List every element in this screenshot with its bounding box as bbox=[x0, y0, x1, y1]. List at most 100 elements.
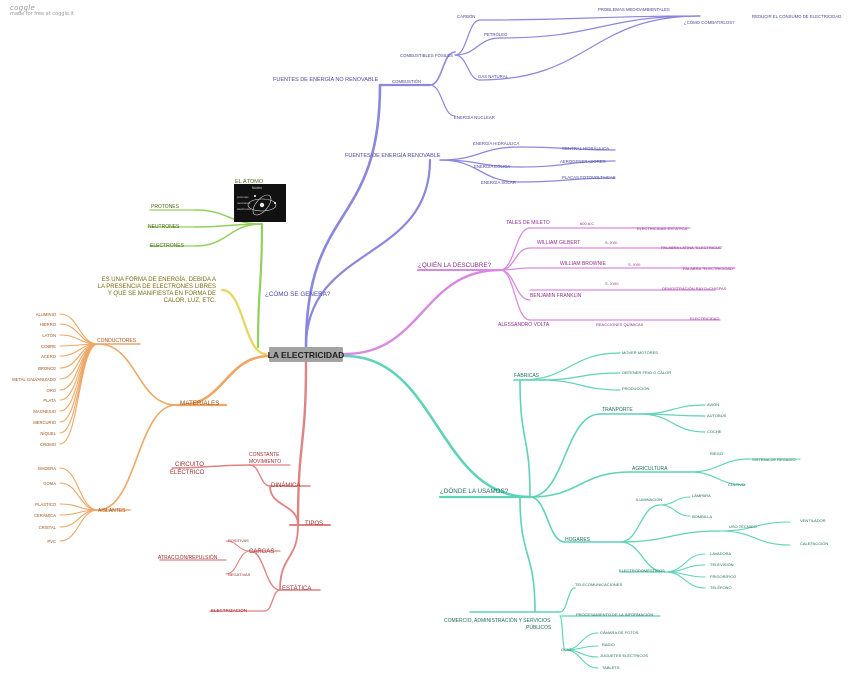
node-environmental-problems[interactable]: PROBLEMAS MEDIOAMBIENTALES bbox=[598, 7, 670, 12]
node-irrigation-system[interactable]: SISTEMA DE REGADÍO bbox=[752, 457, 796, 462]
node-conductor-mercurio[interactable]: MERCURIO bbox=[33, 420, 57, 425]
node-heating[interactable]: CALEFACCIÓN bbox=[800, 541, 828, 546]
node-thales[interactable]: TALES DE MILETO bbox=[506, 220, 550, 226]
node-dynamic[interactable]: DINÁMICA bbox=[271, 482, 300, 489]
node-how-to-fight[interactable]: ¿CÓMO COMBATIRLOS? bbox=[684, 20, 735, 25]
node-transport[interactable]: TRANPORTE bbox=[602, 407, 633, 413]
node-washing-machine[interactable]: LAVADORA bbox=[710, 551, 732, 556]
node-conductor-metalg[interactable]: METAL GALVANIZADO bbox=[12, 377, 57, 382]
node-conductor-plata[interactable]: PLATA bbox=[43, 398, 56, 403]
node-nuclear-energy[interactable]: ENERGÍA NUCLEAR bbox=[454, 115, 495, 120]
root-node[interactable]: LA ELECTRICIDAD bbox=[268, 347, 345, 362]
node-production[interactable]: PRODUCCIÓN bbox=[622, 386, 649, 391]
node-bulb[interactable]: BOMBILLA bbox=[692, 514, 712, 519]
node-conductor-aluminio[interactable]: ALUMINIO bbox=[36, 312, 57, 317]
node-conductor-cobre[interactable]: COBRE bbox=[41, 344, 56, 349]
node-constant[interactable]: CONSTANTE bbox=[249, 452, 280, 458]
node-fan[interactable]: VENTILADOR bbox=[800, 518, 826, 523]
node-solar-panels[interactable]: PLACAS FOTOVOLTAICAS bbox=[562, 175, 616, 180]
node-conductor-acero[interactable]: ACERO bbox=[41, 354, 57, 359]
node-irrigation[interactable]: RIEGO bbox=[710, 451, 723, 456]
node-info-processing[interactable]: PROCESAMIENTO DE LA INFORMACIÓN bbox=[576, 612, 653, 617]
node-where-used[interactable]: ¿DÓNDE LA USAMOS? bbox=[440, 486, 509, 495]
node-century-17a[interactable]: S. XVII bbox=[605, 240, 617, 245]
node-conductor-magnesio[interactable]: MAGNESIO bbox=[33, 409, 56, 414]
node-negative[interactable]: NEGATIVAS bbox=[228, 572, 251, 577]
node-protons[interactable]: PROTONES bbox=[151, 204, 180, 210]
node-who-discovered[interactable]: ¿QUIÉN LA DESCUBRE? bbox=[418, 260, 492, 269]
node-conductor-cromo[interactable]: CROMO bbox=[40, 442, 57, 447]
node-plane[interactable]: AVIÓN bbox=[707, 402, 719, 407]
node-conductor-hierro[interactable]: HIERRO bbox=[40, 322, 57, 327]
node-fossil-fuels[interactable]: COMBUSTIBLES FÓSILES bbox=[400, 53, 453, 58]
node-camera[interactable]: CÁMARA DE FOTOS bbox=[600, 630, 639, 635]
node-television[interactable]: TELEVISIÓN bbox=[710, 562, 734, 567]
node-definition-line1[interactable]: ES UNA FORMA DE ENERGÍA, DEBIDA A bbox=[102, 276, 216, 283]
node-neutrons[interactable]: NEUTRONES bbox=[148, 224, 180, 230]
node-technical-use[interactable]: USO TÉCNICO bbox=[729, 524, 757, 529]
node-renewable[interactable]: FUENTES DE ENERGÍA RENOVABLE bbox=[345, 152, 441, 159]
node-insulator-pvc[interactable]: PVC bbox=[47, 539, 56, 544]
node-radio[interactable]: RADIO bbox=[602, 642, 615, 647]
node-latin-word[interactable]: PALABRA LATINA "ELECTRICUS" bbox=[661, 245, 723, 250]
node-william-browne[interactable]: WILLIAM BROWNIE bbox=[560, 261, 607, 267]
node-movement[interactable]: MOVIMIENTO bbox=[249, 459, 281, 465]
node-charges[interactable]: CARGAS bbox=[249, 549, 274, 555]
node-leisure[interactable]: OCIO bbox=[561, 647, 571, 652]
node-chemical-reactions[interactable]: REACCIONES QUÍMICAS bbox=[596, 322, 644, 327]
node-hydro-plant[interactable]: CENTRAL HIDRÁULICA bbox=[562, 146, 609, 151]
node-wind-turbines[interactable]: AEROGENERADORES bbox=[560, 159, 606, 164]
node-oil[interactable]: PETRÓLEO bbox=[484, 32, 508, 37]
node-types[interactable]: TIPOS bbox=[305, 521, 323, 527]
node-telephone[interactable]: TELÉFONO bbox=[710, 585, 732, 590]
node-how-generated[interactable]: ¿CÓMO SE GENERA? bbox=[265, 289, 331, 298]
node-electrons[interactable]: ELECTRONES bbox=[150, 243, 185, 249]
node-word-electricity[interactable]: PALABRA "ELECTRICIDAD" bbox=[683, 266, 735, 271]
node-reduce-consumption[interactable]: REDUCIR EL CONSUMO DE ELECTRICIDAD bbox=[752, 14, 841, 19]
node-definition-line2[interactable]: LA PRESENCIA DE ELECTRONES LIBRES bbox=[98, 284, 216, 290]
node-insulators[interactable]: AISLANTES bbox=[98, 508, 126, 514]
node-solar-energy[interactable]: ENERGÍA SOLAR bbox=[481, 180, 516, 185]
node-factories[interactable]: FÁBRICAS bbox=[514, 372, 540, 379]
node-cold-heat[interactable]: OBTENER FRIO O CALOR bbox=[622, 370, 671, 375]
node-car[interactable]: COCHE bbox=[707, 429, 722, 434]
node-cultivation[interactable]: CULTIVO bbox=[728, 482, 745, 487]
node-electric-toys[interactable]: JUGUETES ELÉCTRICOS bbox=[600, 653, 648, 658]
node-circuit[interactable]: CIRCUITO bbox=[175, 462, 204, 468]
node-combustion[interactable]: COMBUSTIÓN bbox=[392, 79, 421, 84]
node-electric[interactable]: ELÉCTRICO bbox=[170, 469, 205, 476]
node-lighting[interactable]: ILUMINACIÓN bbox=[636, 497, 662, 502]
node-static-electricity[interactable]: ELECTRICIDAD ESTÁTICA bbox=[637, 226, 687, 231]
node-agriculture[interactable]: AGRICULTURA bbox=[632, 466, 668, 472]
root-title[interactable]: LA ELECTRICIDAD bbox=[268, 350, 345, 360]
node-electricity[interactable]: ELECTRICIDAD bbox=[690, 316, 719, 321]
node-bus[interactable]: AUTOBÚS bbox=[707, 413, 727, 418]
node-coal[interactable]: CARBÓN bbox=[457, 14, 475, 19]
node-lamp[interactable]: LÁMPARA bbox=[692, 493, 711, 498]
node-lightning-demo[interactable]: DEMOSTRACIÓN RAYO=CHISPAS bbox=[662, 286, 727, 291]
node-natural-gas[interactable]: GAS NATURAL bbox=[478, 74, 509, 79]
node-attraction-repulsion[interactable]: ATRACCIÓN/REPULSIÓN bbox=[158, 554, 218, 561]
node-telecommunications[interactable]: TELECOMUNICACIONES bbox=[575, 582, 622, 587]
node-commerce[interactable]: COMERCIO, ADMINISTRACIÓN Y SERVICIOS bbox=[444, 617, 551, 624]
node-non-renewable[interactable]: FUENTES DE ENERGÍA NO RENOVABLE bbox=[273, 76, 379, 83]
node-century-18[interactable]: S. XVIII bbox=[605, 281, 619, 286]
node-tablets[interactable]: TABLETS bbox=[602, 665, 620, 670]
node-positive[interactable]: POSITIVAS bbox=[228, 538, 249, 543]
node-conductor-laton[interactable]: LATÓN bbox=[42, 333, 56, 338]
node-century-17b[interactable]: S. XVII bbox=[628, 262, 640, 267]
node-insulator-madera[interactable]: MADERA bbox=[38, 466, 56, 471]
node-public-services[interactable]: PÚBLICOS bbox=[526, 624, 552, 631]
node-definition-line3[interactable]: Y QUE SE MANIFIESTA EN FORMA DE bbox=[108, 291, 216, 297]
node-atom[interactable]: EL ÁTOMO bbox=[235, 178, 264, 185]
node-conductor-oro[interactable]: ORO bbox=[46, 388, 56, 393]
node-appliances[interactable]: ELECTRODOMÉSTICOS bbox=[619, 568, 665, 573]
node-william-gilbert[interactable]: WILLIAM GILBERT bbox=[537, 240, 580, 246]
node-fridge[interactable]: FRIGORÍFICO bbox=[710, 574, 736, 579]
node-conductors[interactable]: CONDUCTORES bbox=[97, 338, 137, 344]
node-electrization[interactable]: ELECTRIZACIÓN bbox=[211, 607, 247, 613]
node-insulator-plastico[interactable]: PLÁSTICO bbox=[35, 502, 56, 507]
node-wind-energy[interactable]: ENERGÍA EÓLICA bbox=[474, 164, 510, 169]
node-homes[interactable]: HOGARES bbox=[565, 537, 591, 543]
node-600-bc[interactable]: 600 A.C bbox=[580, 221, 594, 226]
